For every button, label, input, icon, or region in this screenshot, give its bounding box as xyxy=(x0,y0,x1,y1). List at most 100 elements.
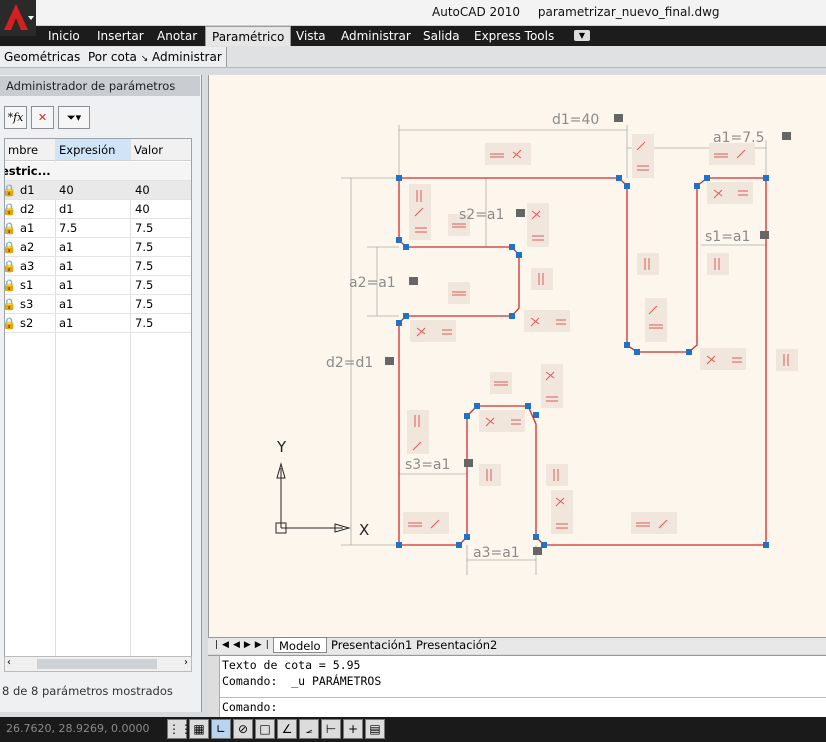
ucs-icon: Y X xyxy=(275,438,369,539)
layout-tab-bar xyxy=(208,637,826,654)
param-expression[interactable]: a1 xyxy=(59,240,74,254)
tab-parametrico[interactable]: Paramétrico xyxy=(205,26,292,46)
param-name: a2 xyxy=(20,240,35,254)
dim-label-d2[interactable]: d2=d1 xyxy=(326,355,373,371)
dim-label-s3[interactable]: s3=a1 xyxy=(405,457,450,473)
snap-icon: ⋮⋮ xyxy=(168,722,192,736)
table-row[interactable]: 🔒 a3 a1 7.5 xyxy=(5,257,191,276)
tab-salida[interactable]: Salida xyxy=(423,29,460,43)
tab-insertar[interactable]: Insertar xyxy=(97,29,144,43)
parameters-table: mbre Expresión Valor estric... 🔒 d1 40 4… xyxy=(4,138,192,658)
application-menu-button[interactable] xyxy=(0,0,36,36)
table-row[interactable]: 🔒 s3 a1 7.5 xyxy=(5,295,191,314)
column-header-nombre[interactable]: mbre xyxy=(5,139,55,161)
scroll-left-icon[interactable]: ‹ xyxy=(7,657,11,668)
command-grip[interactable] xyxy=(208,656,220,718)
tab-inicio[interactable]: Inicio xyxy=(48,29,80,43)
column-header-valor[interactable]: Valor xyxy=(131,139,191,161)
panel-label: Geométricas xyxy=(4,50,81,64)
panel-geometricas[interactable]: Geométricas ↘ xyxy=(0,47,97,67)
app-name: AutoCAD 2010 xyxy=(432,5,521,19)
param-expression[interactable]: a1 xyxy=(59,259,74,273)
tab-presentacion2[interactable]: Presentación2 xyxy=(416,638,498,652)
param-name: s2 xyxy=(20,316,34,330)
table-row[interactable]: 🔒 d2 d1 40 xyxy=(5,200,191,219)
group-label: estric... xyxy=(4,164,51,178)
lineweight-toggle[interactable]: + xyxy=(343,719,363,739)
dim-label-s2[interactable]: s2=a1 xyxy=(459,207,504,223)
tab-presentacion1[interactable]: Presentación1 xyxy=(331,638,413,652)
param-expression[interactable]: a1 xyxy=(59,316,74,330)
param-expression[interactable]: a1 xyxy=(59,278,74,292)
scroll-thumb[interactable] xyxy=(37,659,157,669)
table-row[interactable]: 🔒 s1 a1 7.5 xyxy=(5,276,191,295)
param-value: 7.5 xyxy=(135,240,154,254)
dim-label-s1[interactable]: s1=a1 xyxy=(705,229,750,245)
param-expression[interactable]: 7.5 xyxy=(59,221,78,235)
table-row[interactable]: 🔒 a2 a1 7.5 xyxy=(5,238,191,257)
lineweight-icon: + xyxy=(347,722,359,736)
tab-anotar[interactable]: Anotar xyxy=(157,29,198,43)
panel-label: Por cota xyxy=(88,50,137,64)
group-row[interactable]: estric... xyxy=(4,162,191,181)
panel-expand-icon: ↘ xyxy=(140,54,149,64)
quickprops-toggle[interactable]: ▤ xyxy=(365,719,385,739)
param-name: a3 xyxy=(20,259,35,273)
autocad-logo-icon xyxy=(0,0,36,36)
drawing-canvas[interactable]: d1=40 a1=7.5 s2=a1 s1=a1 a2=a1 d2=d1 s3=… xyxy=(208,75,826,637)
command-prompt[interactable]: Comando: xyxy=(222,700,278,714)
grid-toggle[interactable]: ▦ xyxy=(189,719,209,739)
param-name: s1 xyxy=(20,278,34,292)
command-history-line: Texto de cota = 5.95 xyxy=(222,658,361,672)
filter-button[interactable]: ⏷▾ xyxy=(58,106,90,129)
new-parameter-button[interactable]: *fx xyxy=(4,106,27,129)
delete-x-icon: ✕ xyxy=(37,111,48,124)
dyn-toggle[interactable]: ⊢ xyxy=(321,719,341,739)
table-row[interactable]: 🔒 s2 a1 7.5 xyxy=(5,314,191,333)
grip-points[interactable] xyxy=(396,175,769,548)
lock-icon: 🔒 xyxy=(5,314,16,333)
cursor-coordinates[interactable]: 26.7620, 28.9269, 0.0000 xyxy=(6,722,150,735)
tab-modelo[interactable]: Modelo xyxy=(273,637,327,653)
dim-label-a3[interactable]: a3=a1 xyxy=(473,545,520,561)
column-divider xyxy=(130,139,131,657)
tab-vista[interactable]: Vista xyxy=(296,29,326,43)
tab-administrar[interactable]: Administrar xyxy=(341,29,411,43)
layout-nav-arrows-icon[interactable]: |◀◀▶▶| xyxy=(215,640,273,650)
parameters-count: 8 de 8 parámetros mostrados xyxy=(2,684,173,698)
table-row[interactable]: 🔒 a1 7.5 7.5 xyxy=(5,219,191,238)
table-row[interactable]: 🔒 d1 40 40 xyxy=(5,181,191,200)
osnap-toggle[interactable]: □ xyxy=(255,719,275,739)
otrack-toggle[interactable]: ∠ xyxy=(277,719,297,739)
ribbon-minimize-button[interactable]: ▼ xyxy=(574,30,590,41)
lock-icon: 🔒 xyxy=(5,219,16,238)
param-name: a1 xyxy=(20,221,35,235)
horizontal-scrollbar[interactable]: ‹ › xyxy=(4,656,192,672)
param-expression[interactable]: d1 xyxy=(59,202,74,216)
panel-por-cota[interactable]: Por cota ↘ xyxy=(84,47,154,67)
ortho-icon: ∟ xyxy=(215,722,227,736)
dimension-lock-icons xyxy=(385,114,791,555)
lock-icon: 🔒 xyxy=(5,295,16,314)
column-header-expresion[interactable]: Expresión xyxy=(56,139,130,161)
geometric-constraint-icons[interactable] xyxy=(403,134,798,534)
palette-title: Administrador de parámetros xyxy=(0,76,200,96)
dim-label-a2[interactable]: a2=a1 xyxy=(349,275,396,291)
scroll-right-icon[interactable]: › xyxy=(184,657,188,668)
param-expression[interactable]: 40 xyxy=(59,183,74,197)
snap-toggle[interactable]: ⋮⋮ xyxy=(167,719,192,739)
ducs-icon: ⦟ xyxy=(305,722,313,736)
ucs-x-label: X xyxy=(359,521,369,539)
column-divider xyxy=(55,139,56,657)
dim-label-a1[interactable]: a1=7.5 xyxy=(713,130,764,146)
dimension-lines xyxy=(341,125,767,575)
delete-parameter-button[interactable]: ✕ xyxy=(31,106,54,129)
grid-icon: ▦ xyxy=(193,722,205,736)
polar-toggle[interactable]: ⊘ xyxy=(233,719,253,739)
param-expression[interactable]: a1 xyxy=(59,297,74,311)
dim-label-d1[interactable]: d1=40 xyxy=(552,112,599,128)
ortho-toggle[interactable]: ∟ xyxy=(211,719,231,739)
ducs-toggle[interactable]: ⦟ xyxy=(299,719,319,739)
panel-administrar[interactable]: Administrar xyxy=(148,47,227,67)
tab-express-tools[interactable]: Express Tools xyxy=(474,29,555,43)
